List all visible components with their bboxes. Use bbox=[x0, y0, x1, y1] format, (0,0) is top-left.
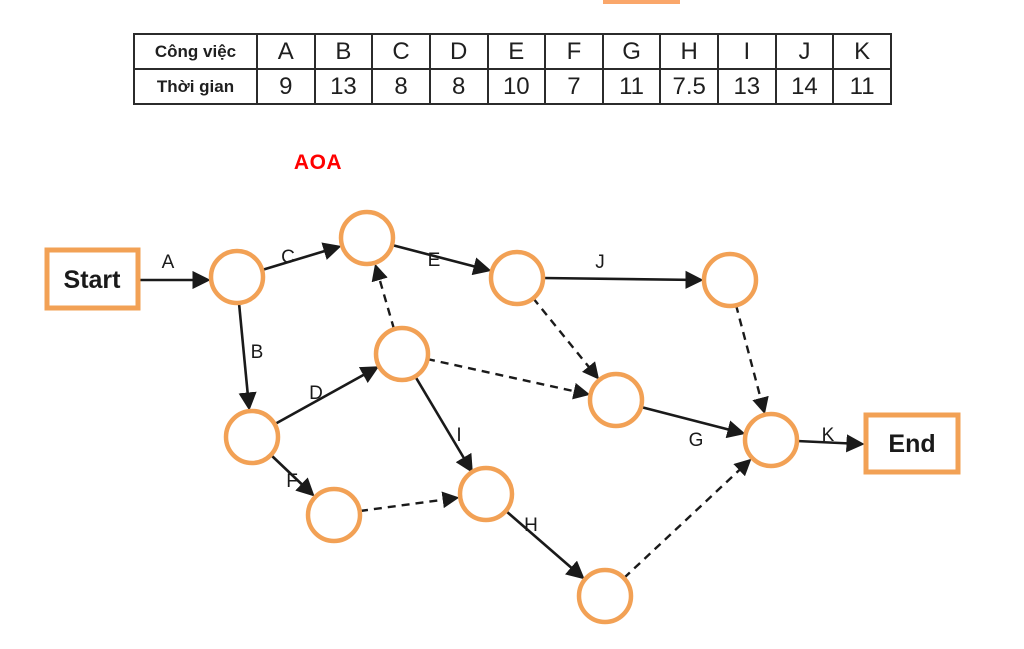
activity-edge-C bbox=[261, 242, 342, 272]
dummy-edge-n5-n6 bbox=[532, 297, 600, 380]
activity-cell: I bbox=[717, 33, 777, 70]
dummy-edge-n8-n7 bbox=[359, 491, 460, 513]
dummy-edge-n11-n10 bbox=[623, 458, 752, 579]
edge-label-F: F bbox=[286, 471, 298, 492]
duration-cell: 7.5 bbox=[659, 68, 719, 105]
activity-edge-E bbox=[391, 243, 492, 276]
event-node-11 bbox=[576, 567, 634, 625]
duration-cell: 14 bbox=[774, 68, 835, 105]
start-box bbox=[44, 247, 141, 311]
event-node-8 bbox=[305, 486, 363, 544]
activity-edge-B bbox=[237, 302, 257, 411]
activity-edge-G bbox=[640, 405, 746, 439]
activity-edge-K bbox=[796, 434, 865, 453]
activity-cell: E bbox=[486, 33, 547, 70]
dummy-edge-n9-n10 bbox=[734, 304, 769, 415]
event-node-5 bbox=[488, 249, 546, 307]
edge-label-C: C bbox=[281, 247, 295, 268]
activity-edge-I bbox=[413, 375, 473, 474]
edge-label-J: J bbox=[595, 252, 605, 273]
duration-cell: 11 bbox=[601, 68, 662, 105]
activity-duration-table: Công việc A B C D E F G H I J K Thời gia… bbox=[133, 33, 892, 105]
duration-cell: 13 bbox=[313, 68, 374, 105]
duration-cell: 8 bbox=[371, 68, 431, 105]
duration-cell: 7 bbox=[544, 68, 604, 105]
activity-cell: G bbox=[601, 33, 662, 70]
edge-label-H: H bbox=[524, 515, 538, 536]
activity-edge-H bbox=[505, 510, 585, 580]
top-accent-bar bbox=[603, 0, 680, 4]
activity-cell: H bbox=[659, 33, 719, 70]
end-label: End bbox=[888, 430, 935, 458]
activity-cell: F bbox=[544, 33, 604, 70]
activity-cell: B bbox=[313, 33, 374, 70]
edge-label-K: K bbox=[822, 425, 835, 446]
activities-row-header: Công việc bbox=[133, 33, 258, 70]
end-box bbox=[863, 412, 961, 475]
duration-cell: 13 bbox=[717, 68, 777, 105]
duration-cell: 9 bbox=[256, 68, 316, 105]
edge-label-I: I bbox=[456, 425, 461, 446]
event-node-3 bbox=[373, 325, 431, 383]
dummy-edge-n3-n4 bbox=[371, 263, 396, 330]
activity-edge-D bbox=[274, 366, 380, 426]
edge-label-E: E bbox=[428, 250, 441, 271]
edge-label-D: D bbox=[309, 383, 323, 404]
activity-edge-J bbox=[542, 270, 704, 289]
duration-cell: 10 bbox=[486, 68, 547, 105]
event-node-7 bbox=[457, 465, 515, 523]
activity-edge-F bbox=[270, 454, 315, 497]
event-node-2 bbox=[223, 408, 281, 466]
dummy-edge-n3-n6 bbox=[426, 357, 591, 400]
event-node-10 bbox=[742, 411, 800, 469]
duration-cell: 11 bbox=[832, 68, 892, 105]
edge-label-G: G bbox=[689, 430, 704, 451]
duration-cell: 8 bbox=[428, 68, 489, 105]
event-node-1 bbox=[208, 248, 266, 306]
edge-label-A: A bbox=[162, 252, 175, 273]
table-row-durations: Thời gian 9 13 8 8 10 7 11 7.5 13 14 11 bbox=[133, 68, 892, 105]
activity-cell: J bbox=[774, 33, 835, 70]
start-label: Start bbox=[64, 266, 122, 294]
table-row-activities: Công việc A B C D E F G H I J K bbox=[133, 33, 892, 70]
diagram-title: AOA bbox=[293, 151, 343, 174]
activity-cell: K bbox=[832, 33, 892, 70]
activity-cell: A bbox=[256, 33, 316, 70]
event-node-4 bbox=[338, 209, 396, 267]
edge-label-B: B bbox=[251, 342, 264, 363]
activity-cell: D bbox=[428, 33, 489, 70]
durations-row-header: Thời gian bbox=[133, 68, 258, 105]
event-node-9 bbox=[701, 251, 759, 309]
activity-cell: C bbox=[371, 33, 431, 70]
event-node-6 bbox=[587, 371, 645, 429]
